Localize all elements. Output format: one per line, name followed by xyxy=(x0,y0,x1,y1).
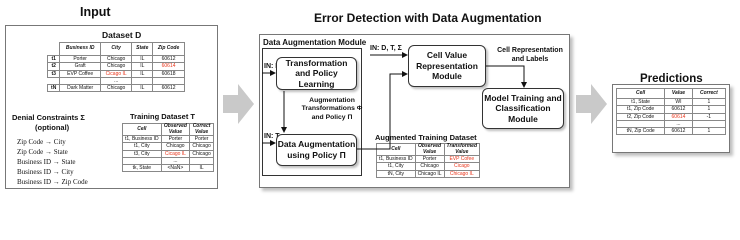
error-cell: 60614 xyxy=(664,112,693,121)
in-dtsigma-label: IN: D, T, Σ xyxy=(370,45,402,52)
block-arrow-output xyxy=(576,84,607,124)
table-row: t3 EVP Coffee Cicago IL IL 60618 xyxy=(46,69,185,78)
training-dataset-table: Cell Observed Value Correct Value t1, Bu… xyxy=(122,123,214,173)
ellipsis: ... xyxy=(664,119,693,129)
table-row: t1, City Chicago Chicago xyxy=(122,142,214,151)
input-heading: Input xyxy=(80,5,111,19)
table-row: t3, City Cicago IL Chicago xyxy=(122,149,214,158)
table-row: tN Dark Matter Chicago IL 60612 xyxy=(46,83,185,93)
arrow-cell-to-model xyxy=(486,65,527,88)
col-header: Value xyxy=(664,88,693,99)
constraint-item: Business ID → City xyxy=(17,168,74,176)
predictions-heading: Predictions xyxy=(640,73,703,85)
table-row: t1, State WI 1 xyxy=(615,97,727,107)
table-row: t1, City Chicago Cicago xyxy=(376,162,481,171)
cell-value-representation-box: Cell Value Representation Module xyxy=(408,45,486,87)
data-augmentation-policy-box: Data Augmentation using Policy Π xyxy=(276,134,357,166)
connector-arrows xyxy=(262,52,527,150)
table-row: t2 Graft Chicago IL 60614 xyxy=(46,62,185,71)
model-training-box: Model Training and Classification Module xyxy=(482,88,564,129)
transformed-cell: Cicago xyxy=(443,162,481,171)
table-row: tN, City Chicago IL Chicago IL xyxy=(376,169,481,178)
table-row: tN, Zip Code 60612 1 xyxy=(615,126,727,136)
transformed-cell: Chicago IL xyxy=(443,169,481,178)
arrow-augmented-to-cell-value xyxy=(357,71,408,150)
table-row: t1, Business ID Porter EVP Cofee xyxy=(376,154,481,164)
training-dataset-title: Training Dataset T xyxy=(130,112,196,121)
augmented-dataset-table: Cell Observed Value Transformed Value t1… xyxy=(376,143,481,178)
error-cell: Cicago IL xyxy=(99,69,133,78)
col-header: Correct xyxy=(691,88,727,99)
table-row: t1, Zip Code 60612 1 xyxy=(615,105,727,114)
constraint-item: Business ID → Zip Code xyxy=(17,178,88,186)
col-header: Cell xyxy=(615,88,666,99)
table-row: tk, State <NaN> IL xyxy=(122,163,214,173)
dataset-d-table: Business ID City State Zip Code t1 Porte… xyxy=(46,42,185,93)
error-detection-heading: Error Detection with Data Augmentation xyxy=(314,11,542,25)
in-t-label: IN: T xyxy=(264,133,280,140)
denial-constraints-subtitle: (optional) xyxy=(35,123,70,132)
block-arrows xyxy=(223,84,607,124)
table-row: t1 Porter Chicago IL 60612 xyxy=(46,54,185,64)
denial-constraints-title: Denial Constraints Σ xyxy=(12,113,85,122)
constraint-item: Zip Code → State xyxy=(17,148,68,156)
table-row: t2, Zip Code 60614 -1 xyxy=(615,112,727,121)
cell-representation-label: Cell Representation and Labels xyxy=(497,47,563,63)
module-title: Data Augmentation Module xyxy=(263,38,367,47)
block-arrow-input xyxy=(223,84,254,124)
augmented-dataset-title: Augmented Training Dataset xyxy=(375,133,477,142)
table-row: t1, Business ID Porter Porter xyxy=(122,134,214,144)
data-augmentation-module xyxy=(262,48,362,176)
constraint-item: Zip Code → City xyxy=(17,138,66,146)
augmentation-transformations-label: Augmentation Transformations Φ and Polic… xyxy=(301,97,363,121)
in-d-label: IN: D xyxy=(264,63,281,70)
ellipsis: ... xyxy=(99,76,133,86)
transformed-cell: EVP Cofee xyxy=(443,154,481,164)
constraint-item: Business ID → State xyxy=(17,158,76,166)
transformation-policy-box: Transformation and Policy Learning xyxy=(276,57,357,90)
error-cell: 60614 xyxy=(152,62,185,71)
dataset-d-title: Dataset D xyxy=(102,30,142,40)
predictions-table: Cell Value Correct t1, State WI 1 t1, Zi… xyxy=(615,88,727,136)
